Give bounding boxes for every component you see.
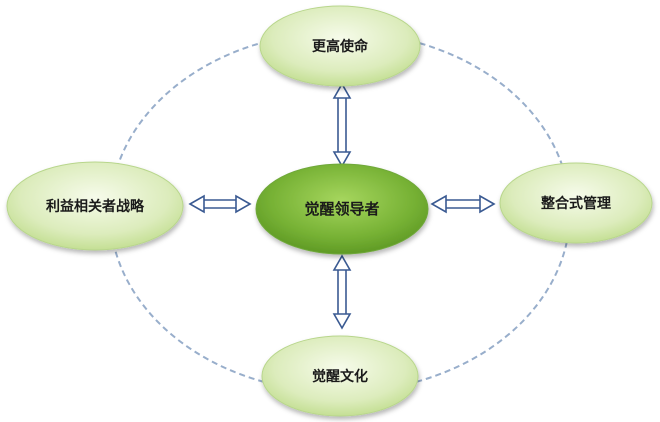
node-left-label: 利益相关者战略 [46, 198, 145, 215]
node-top-label: 更高使命 [312, 38, 369, 55]
node-center-label: 觉醒领导者 [304, 200, 379, 218]
node-bottom: 觉醒文化 [261, 335, 419, 417]
node-bottom-label: 觉醒文化 [312, 368, 368, 385]
node-center: 觉醒领导者 [255, 163, 429, 255]
node-left: 利益相关者战略 [6, 161, 184, 251]
arrow-center-top [332, 82, 352, 168]
node-top: 更高使命 [259, 5, 421, 87]
node-right: 整合式管理 [499, 162, 653, 244]
node-right-label: 整合式管理 [540, 195, 611, 212]
arrow-center-left [188, 194, 252, 214]
arrow-center-bottom [332, 254, 352, 330]
arrow-center-right [430, 194, 496, 214]
